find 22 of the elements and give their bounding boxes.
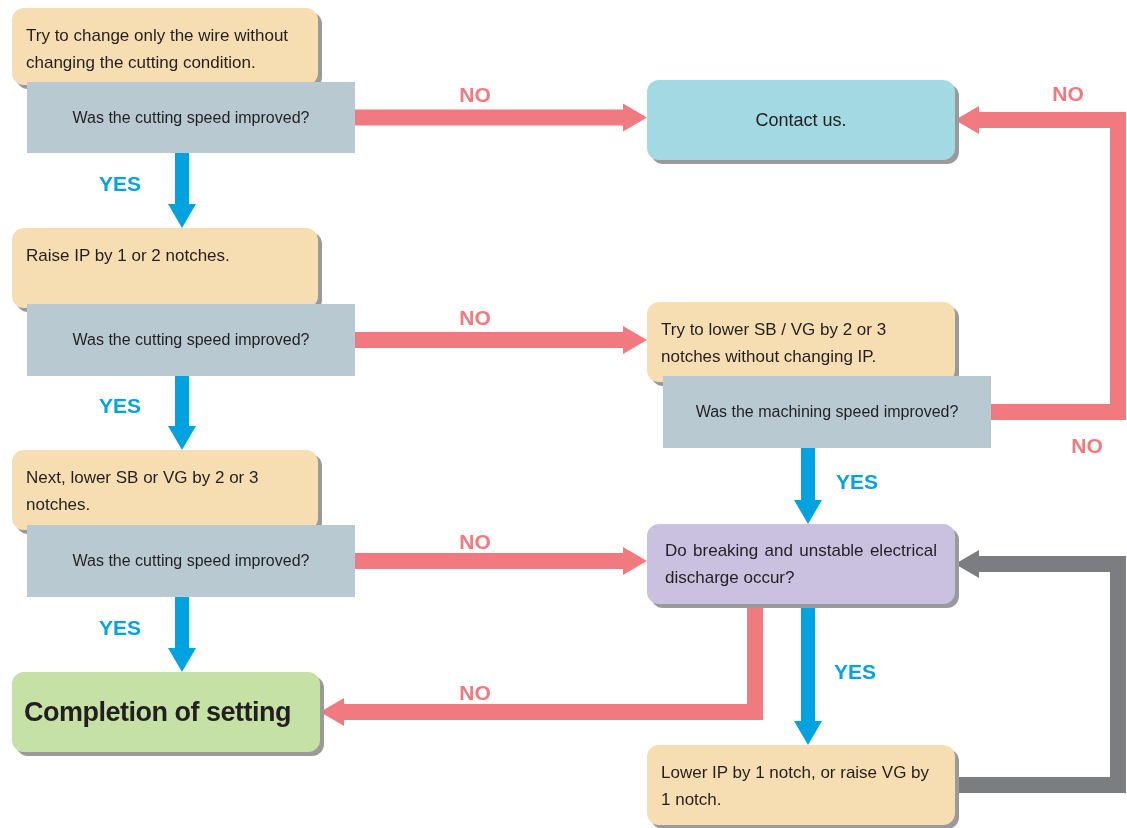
edge-label: YES [99, 616, 141, 638]
edge-label: NO [459, 83, 491, 105]
edge-label: NO [459, 681, 491, 703]
arrow [794, 448, 822, 524]
question-box: Was the cutting speed improved? [27, 304, 355, 376]
edge-label: YES [99, 394, 141, 416]
edge-label: YES [99, 172, 141, 194]
arrow [355, 547, 647, 575]
arrow [168, 153, 196, 228]
question-box: Was the cutting speed improved? [27, 525, 355, 597]
edge-label: NO [459, 306, 491, 328]
edge-label: YES [834, 660, 876, 682]
arrow [355, 326, 647, 354]
edge-label: YES [836, 470, 878, 492]
edge-label: NO [459, 530, 491, 552]
arrow [355, 103, 647, 132]
edge-label: NO [1052, 82, 1084, 104]
arrow [168, 376, 196, 450]
answer-label: NO [1071, 434, 1103, 456]
question-box: Was the machining speed improved? [663, 376, 991, 448]
question-box: Was the cutting speed improved? [27, 82, 355, 153]
arrow [168, 597, 196, 672]
